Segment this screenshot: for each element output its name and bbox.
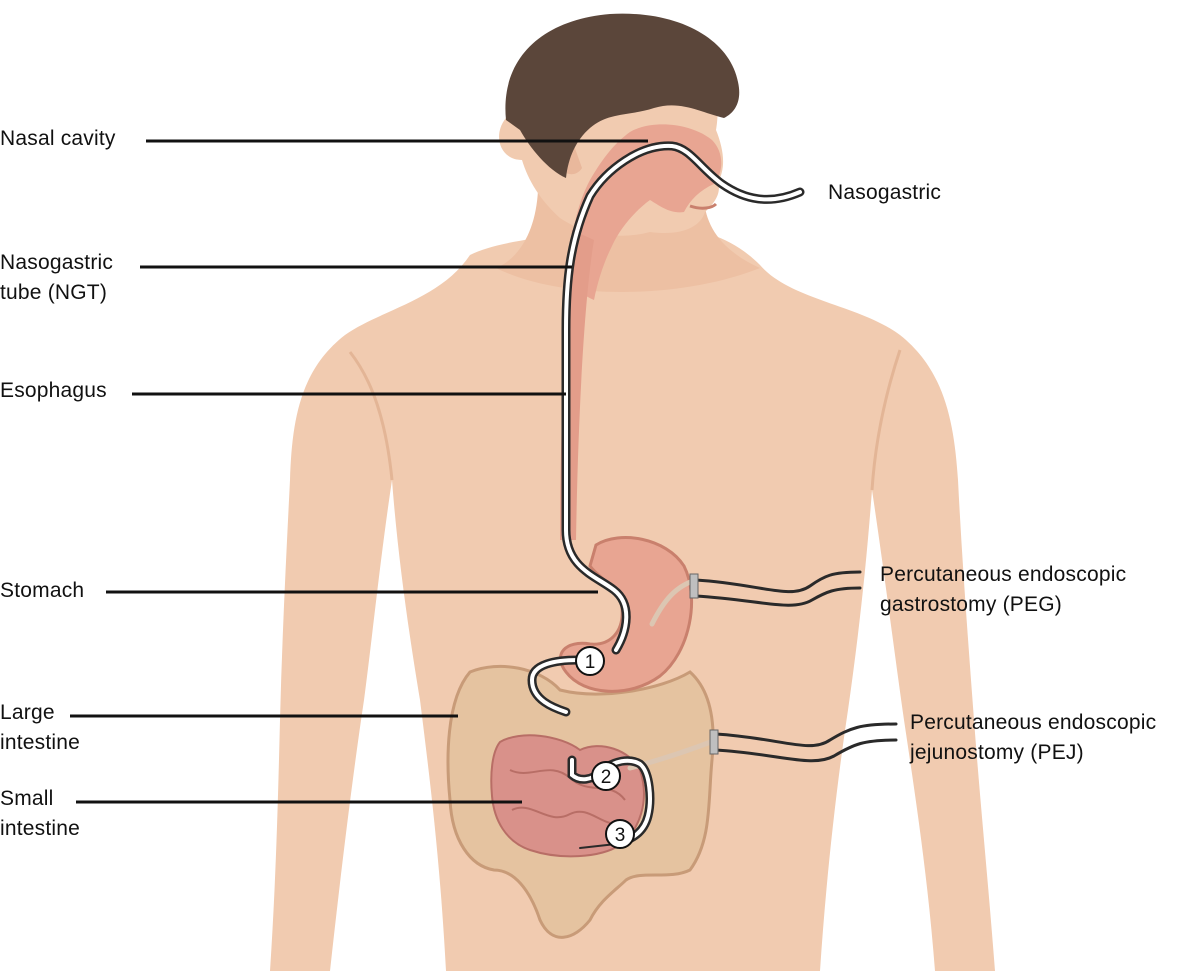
- leader-lines: [70, 139, 648, 804]
- label-peg: Percutaneous endoscopic gastrostomy (PEG…: [880, 563, 1127, 616]
- mouth: [689, 202, 718, 210]
- marker-3: 3: [605, 819, 635, 849]
- marker-3-text: 3: [615, 825, 626, 846]
- marker-2: 2: [591, 761, 621, 791]
- arm-crease-right: [870, 349, 902, 491]
- label-nasal-cavity: Nasal cavity: [0, 127, 116, 150]
- hair: [505, 13, 740, 178]
- marker-1-text: 1: [585, 652, 596, 673]
- label-small-intestine: Small intestine: [0, 787, 81, 840]
- arm-crease-left: [348, 351, 394, 481]
- marker-1: 1: [575, 646, 605, 676]
- label-large-intestine: Large intestine: [0, 701, 81, 754]
- label-stomach: Stomach: [0, 579, 85, 602]
- peg-tube: [649, 570, 862, 627]
- nasogastric-tube: [561, 141, 805, 655]
- marker-2-text: 2: [601, 767, 612, 788]
- label-nasogastric: Nasogastric: [828, 181, 942, 204]
- duodenal-tube: [527, 655, 583, 717]
- label-ngt: Nasogastric tube (NGT): [0, 251, 114, 304]
- label-esophagus: Esophagus: [0, 379, 107, 402]
- label-pej: Percutaneous endoscopic jejunostomy (PEJ…: [910, 711, 1157, 764]
